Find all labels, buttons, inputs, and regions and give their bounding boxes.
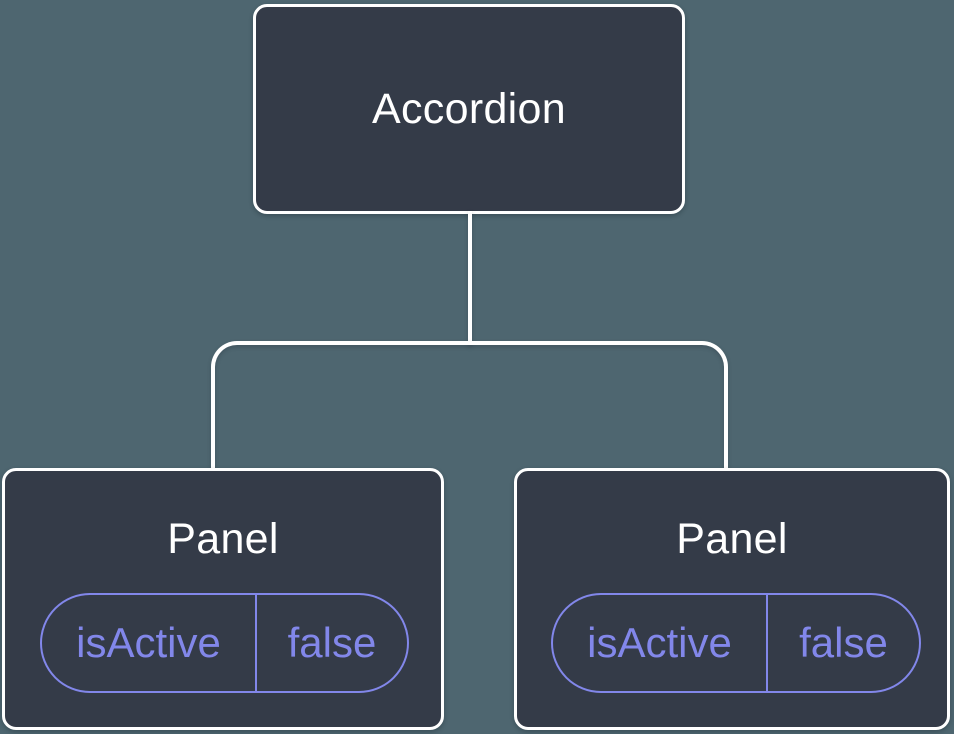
state-pill-right: isActive false (551, 593, 921, 693)
node-panel-left-label: Panel (167, 514, 279, 563)
node-accordion-label: Accordion (372, 84, 566, 133)
node-panel-right-title: Panel (517, 509, 947, 569)
node-accordion: Accordion (253, 4, 685, 214)
state-value-left: false (287, 619, 377, 666)
state-name-left: isActive (42, 595, 257, 691)
node-panel-left-title: Panel (5, 509, 441, 569)
node-panel-right: Panel isActive false (514, 468, 950, 730)
node-panel-left: Panel isActive false (2, 468, 444, 730)
state-name-right: isActive (553, 595, 768, 691)
connector-stem (468, 211, 472, 345)
state-value-right: false (799, 619, 888, 666)
connector-bracket (211, 341, 728, 468)
node-panel-right-label: Panel (676, 514, 788, 563)
state-pill-left: isActive false (40, 593, 409, 693)
